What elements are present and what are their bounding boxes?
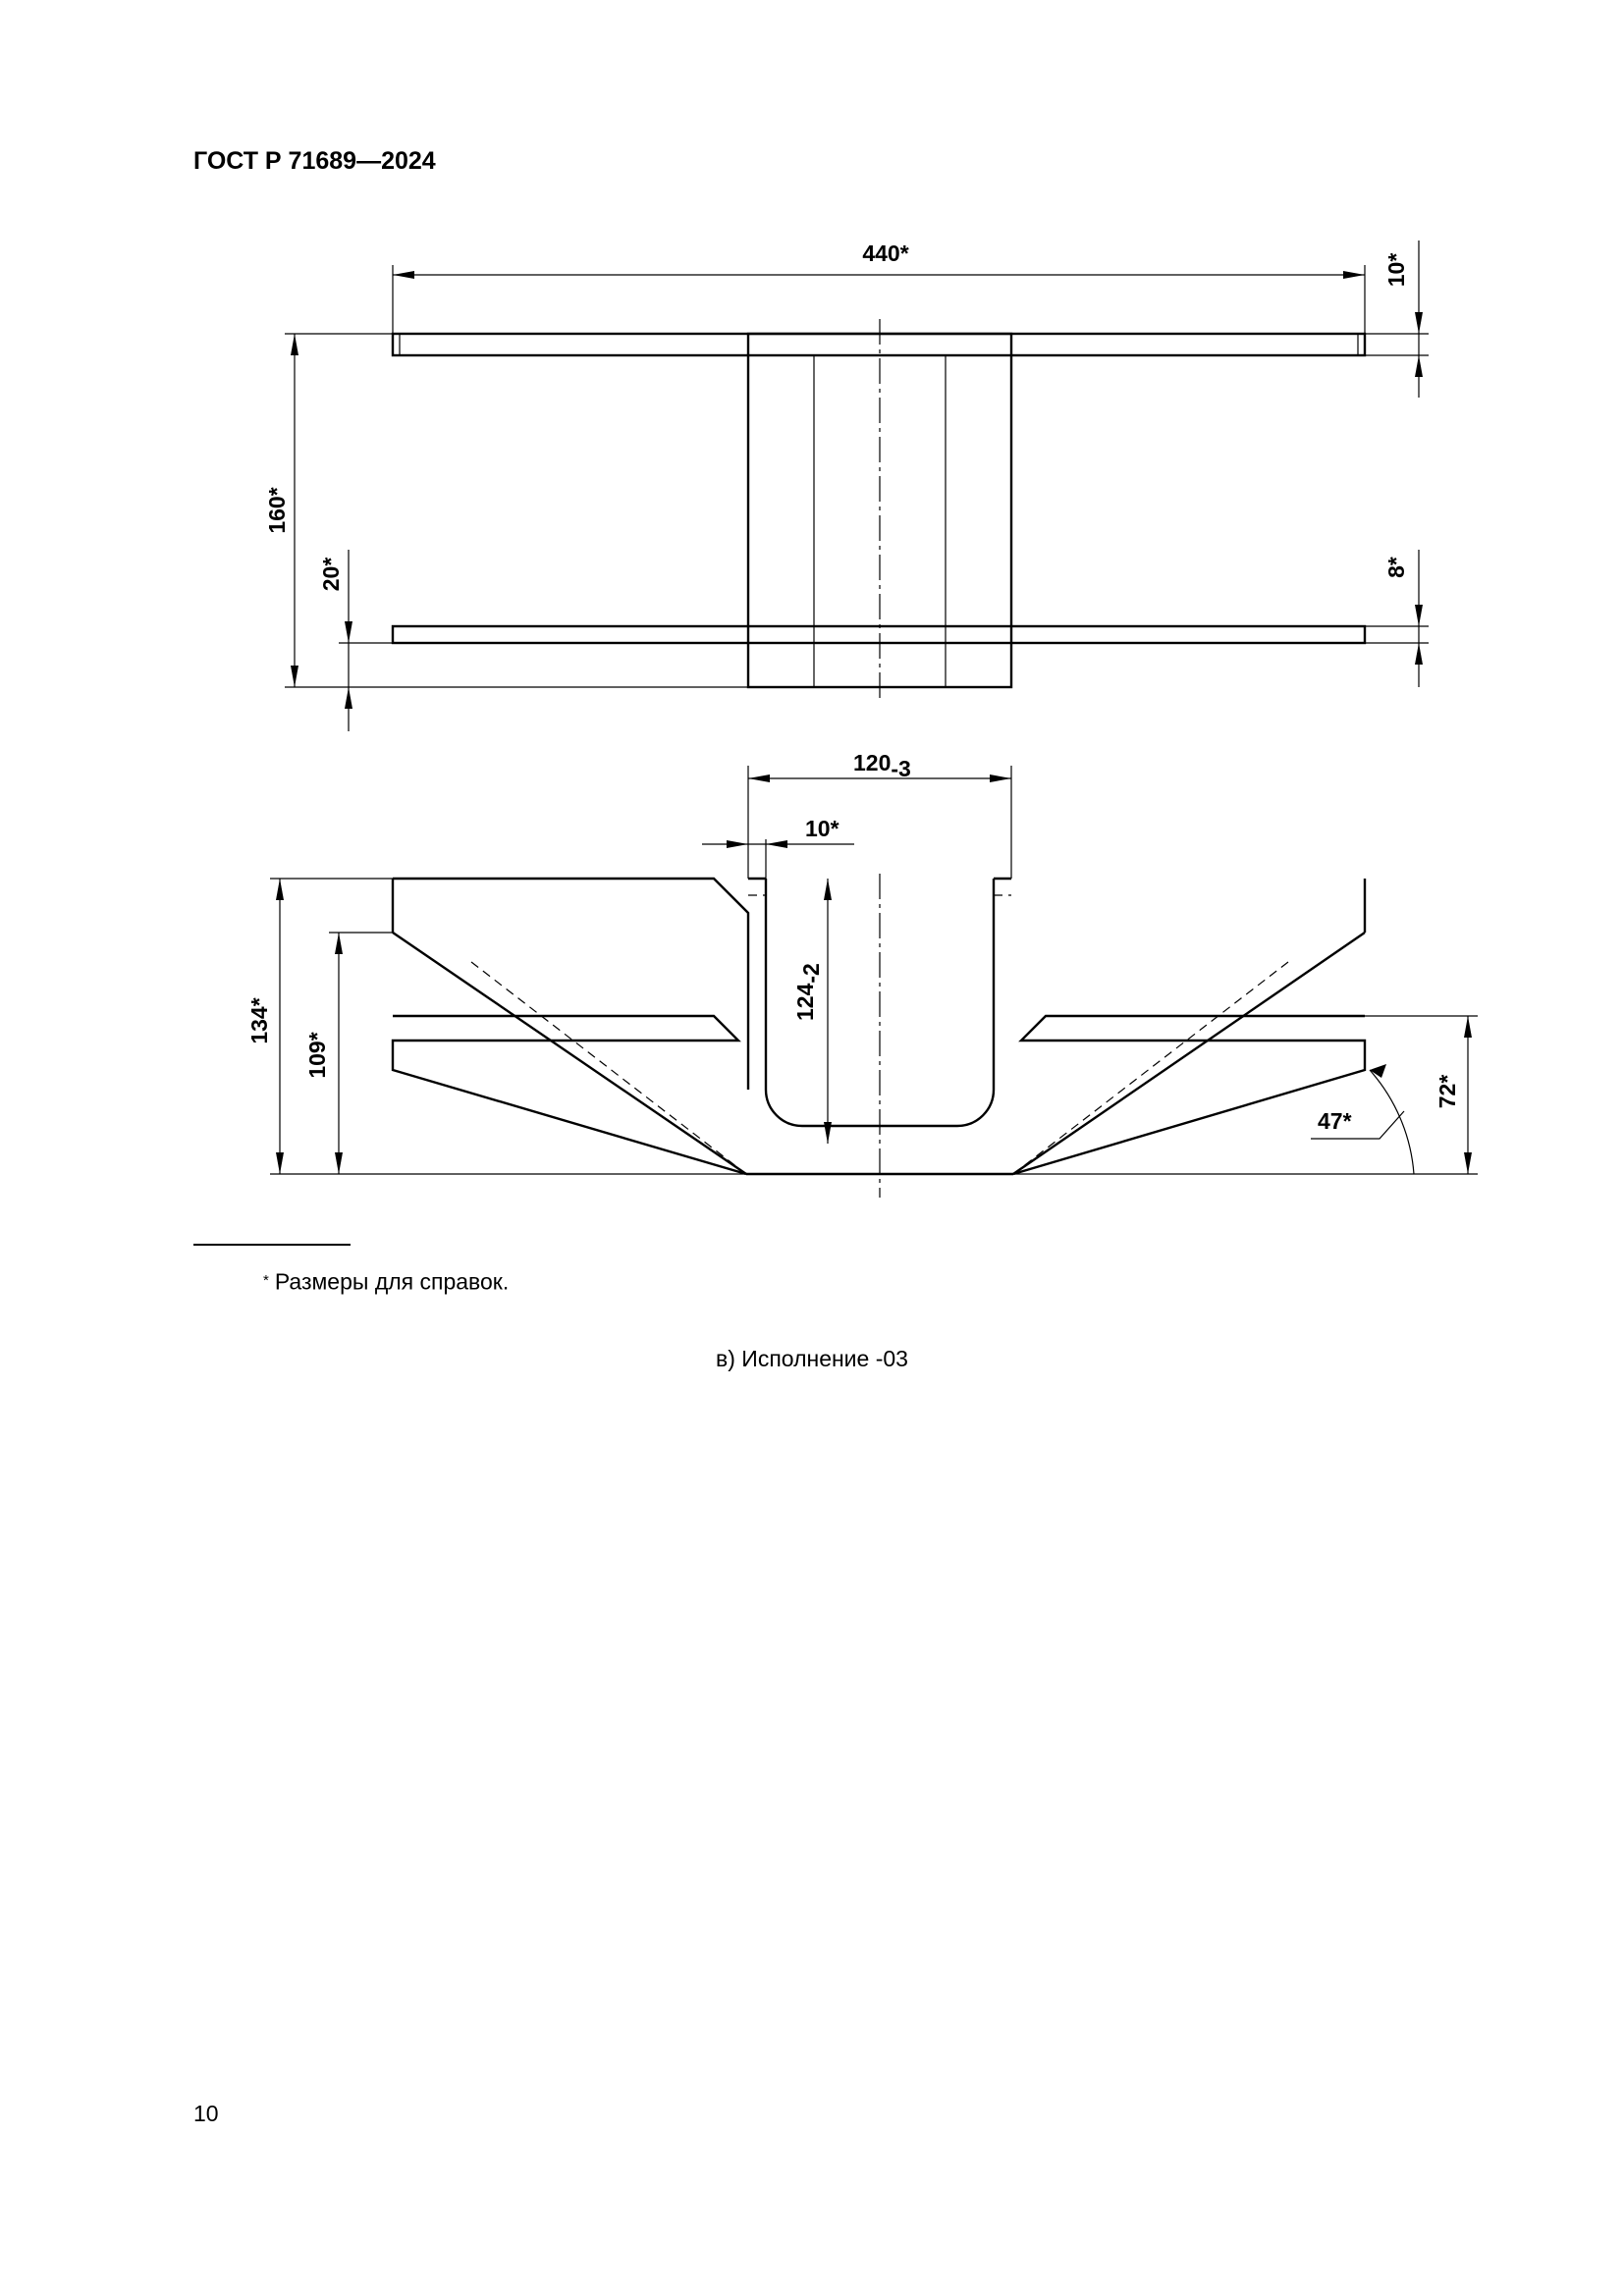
dim-depth-label: 124-2	[792, 963, 824, 1021]
dim-side-height-label: 72*	[1435, 1075, 1460, 1109]
footnote-mark: *	[263, 1272, 269, 1289]
footnote-rule	[193, 1244, 351, 1246]
figure-caption: в) Исполнение -03	[716, 1346, 908, 1371]
footnote-text: Размеры для справок.	[274, 1268, 510, 1295]
dim-lower-offset-label: 20*	[318, 558, 344, 592]
dim-inner-height-label: 109*	[304, 1032, 330, 1078]
dim-plate-bottom-label: 8*	[1383, 557, 1409, 578]
top-view: 440* 160* 20* 10* 8*	[264, 240, 1429, 731]
front-view: 120-3 10* 124-2 134* 109* 72*	[246, 750, 1478, 1198]
dim-height-label: 160*	[264, 487, 290, 533]
dim-wall-label: 10*	[805, 816, 839, 841]
dim-side-offset-label: 47*	[1318, 1108, 1352, 1134]
page-number: 10	[193, 2101, 219, 2126]
dim-length-label: 440*	[862, 240, 908, 266]
footnote: * Размеры для справок.	[263, 1268, 509, 1296]
top-plate-upper	[391, 332, 1367, 357]
dim-overall-height-label: 134*	[246, 997, 272, 1043]
standard-header: ГОСТ Р 71689—2024	[193, 147, 436, 175]
top-plate-lower	[391, 624, 1367, 645]
dim-width-label: 120-3	[853, 750, 911, 781]
dim-plate-top-label: 10*	[1383, 253, 1409, 288]
channel-inner-u	[764, 879, 996, 1128]
